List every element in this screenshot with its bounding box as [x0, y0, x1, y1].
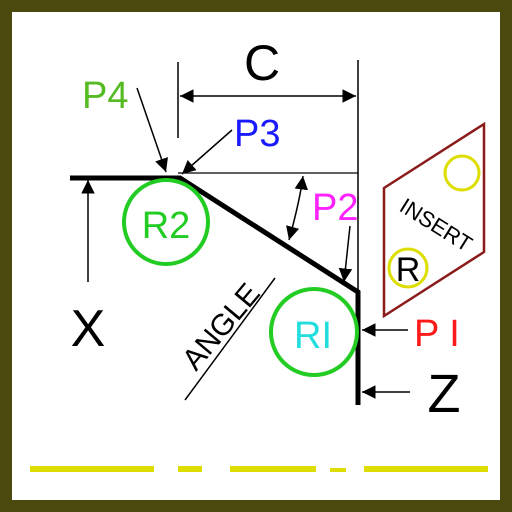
dash-segment — [30, 466, 154, 472]
r2-label: R2 — [142, 205, 191, 247]
insert-shape: R INSERT — [382, 121, 486, 319]
p2-leader — [338, 225, 353, 283]
dash-segment — [230, 466, 316, 472]
angle-label: ANGLE — [176, 277, 267, 376]
insert-circle-bottom — [387, 247, 429, 289]
angle-arc — [286, 175, 309, 241]
insert-circle-top — [443, 154, 481, 192]
dimension-c: C — [177, 35, 359, 290]
angle-leader-line — [184, 277, 276, 401]
insert-label: INSERT — [395, 193, 476, 257]
dimension-x: X — [71, 180, 106, 358]
p4-label: P4 — [82, 75, 128, 117]
p2-label: P2 — [312, 187, 358, 229]
r1-label: RI — [294, 315, 332, 357]
diagram-svg: C X ANGLE R2 RI P4 P3 — [30, 35, 488, 472]
r1-circle — [269, 287, 359, 377]
p3-label: P3 — [234, 113, 280, 155]
dim-c-label: C — [244, 35, 280, 91]
dash-segment — [330, 468, 346, 472]
part-profile — [70, 175, 361, 405]
axis-z-label: Z — [428, 364, 461, 424]
p1-label: P I — [414, 313, 460, 355]
axis-x-label: X — [71, 300, 106, 358]
dash-segment — [178, 466, 202, 472]
bottom-dash-line — [30, 466, 488, 472]
insert-outline — [382, 121, 486, 319]
r2-circle — [122, 178, 210, 266]
insert-radius-label: R — [396, 251, 421, 289]
p4-leader — [136, 87, 168, 173]
p3-leader — [181, 129, 233, 175]
dash-segment — [364, 466, 488, 472]
drawing-canvas: C X ANGLE R2 RI P4 P3 — [12, 12, 500, 500]
